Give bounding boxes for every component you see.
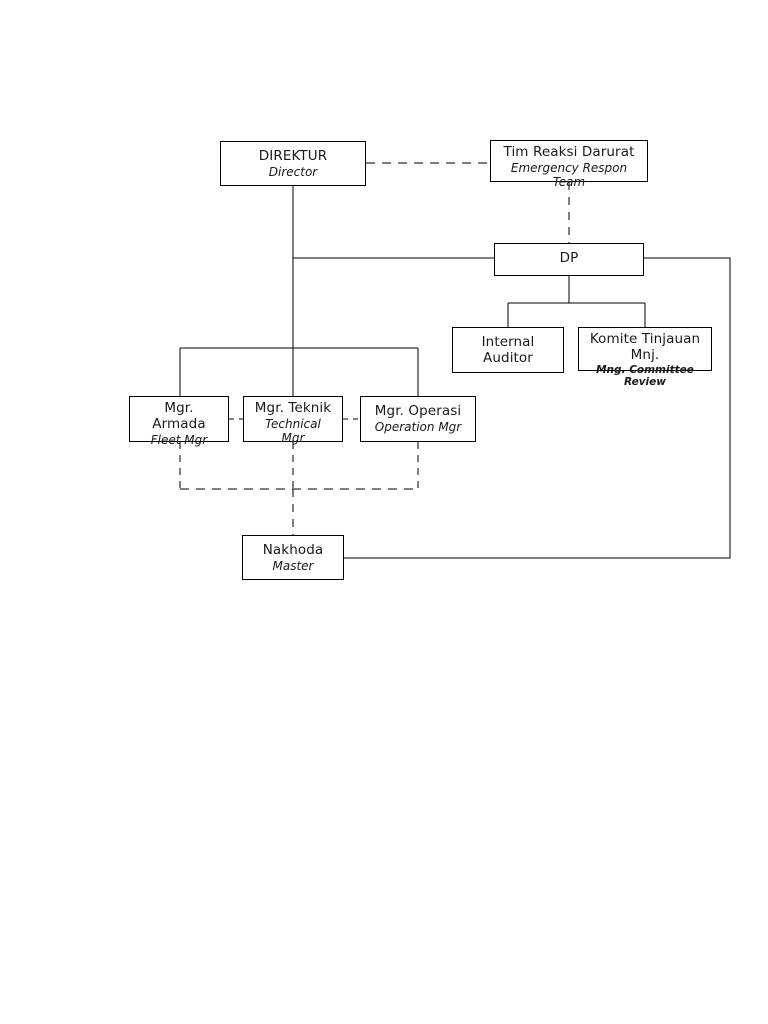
node-komite-tinjauan-manajemen[interactable]: Komite Tinjauan Mnj. Mng. Committee Revi… <box>578 327 712 388</box>
node-internal-auditor[interactable]: Internal Auditor <box>452 327 564 373</box>
node-emergency-response-team[interactable]: Tim Reaksi Darurat Emergency Respon Team <box>490 140 648 189</box>
node-teknik-label-id: Mgr. Teknik <box>254 400 332 416</box>
node-nakhoda-label-id: Nakhoda <box>262 542 324 558</box>
node-komite-label-en-overflow: Review <box>624 376 666 389</box>
node-operasi-labels: Mgr. Operasi Operation Mgr <box>361 397 475 434</box>
node-direktur-labels: DIREKTUR Director <box>221 142 365 179</box>
node-operasi-label-en: Operation Mgr <box>374 419 462 434</box>
node-direktur-label-id: DIREKTUR <box>258 148 328 164</box>
node-ert-labels: Tim Reaksi Darurat Emergency Respon Team <box>491 141 647 189</box>
node-nakhoda[interactable]: Nakhoda Master <box>242 535 344 580</box>
node-ert-label-en-overflow: Team <box>552 175 586 190</box>
node-komite-labels: Komite Tinjauan Mnj. Mng. Committee Revi… <box>579 328 711 389</box>
node-teknik-label-en-overflow: Mgr <box>281 431 305 446</box>
node-komite-label-en: Mng. Committee <box>596 363 694 376</box>
node-teknik-labels: Mgr. Teknik Technical Mgr <box>244 397 342 445</box>
node-auditor-labels: Internal Auditor <box>453 328 563 367</box>
node-nakhoda-labels: Nakhoda Master <box>243 536 343 573</box>
node-mgr-armada[interactable]: Mgr. Armada Fleet Mgr <box>129 396 229 447</box>
node-operasi-label-id: Mgr. Operasi <box>374 403 462 419</box>
node-komite-label-id: Komite Tinjauan <box>589 331 701 347</box>
node-armada-labels: Mgr. Armada Fleet Mgr <box>130 397 228 447</box>
node-armada-label-id-line2: Armada <box>152 415 206 432</box>
node-auditor-label-id-line2: Auditor <box>483 349 533 366</box>
node-dp-labels: DP <box>495 244 643 267</box>
node-ert-label-en: Emergency Respon <box>510 160 628 175</box>
node-dp-label-id: DP <box>559 250 579 266</box>
node-mgr-operasi[interactable]: Mgr. Operasi Operation Mgr <box>360 396 476 442</box>
node-direktur[interactable]: DIREKTUR Director <box>220 141 366 186</box>
node-teknik-label-en: Technical <box>265 416 321 431</box>
node-dp[interactable]: DP <box>494 243 644 276</box>
connector-dp-nakhoda <box>344 257 731 559</box>
node-mgr-teknik[interactable]: Mgr. Teknik Technical Mgr <box>243 396 343 445</box>
node-armada-label-en: Fleet Mgr <box>150 432 208 447</box>
node-armada-label-id: Mgr. <box>164 400 194 416</box>
node-direktur-label-en: Director <box>268 164 318 179</box>
node-ert-label-id: Tim Reaksi Darurat <box>503 144 635 160</box>
node-komite-label-id-line2: Mnj. <box>630 346 660 363</box>
node-nakhoda-label-en: Master <box>272 558 314 573</box>
node-auditor-label-id: Internal <box>481 334 535 350</box>
